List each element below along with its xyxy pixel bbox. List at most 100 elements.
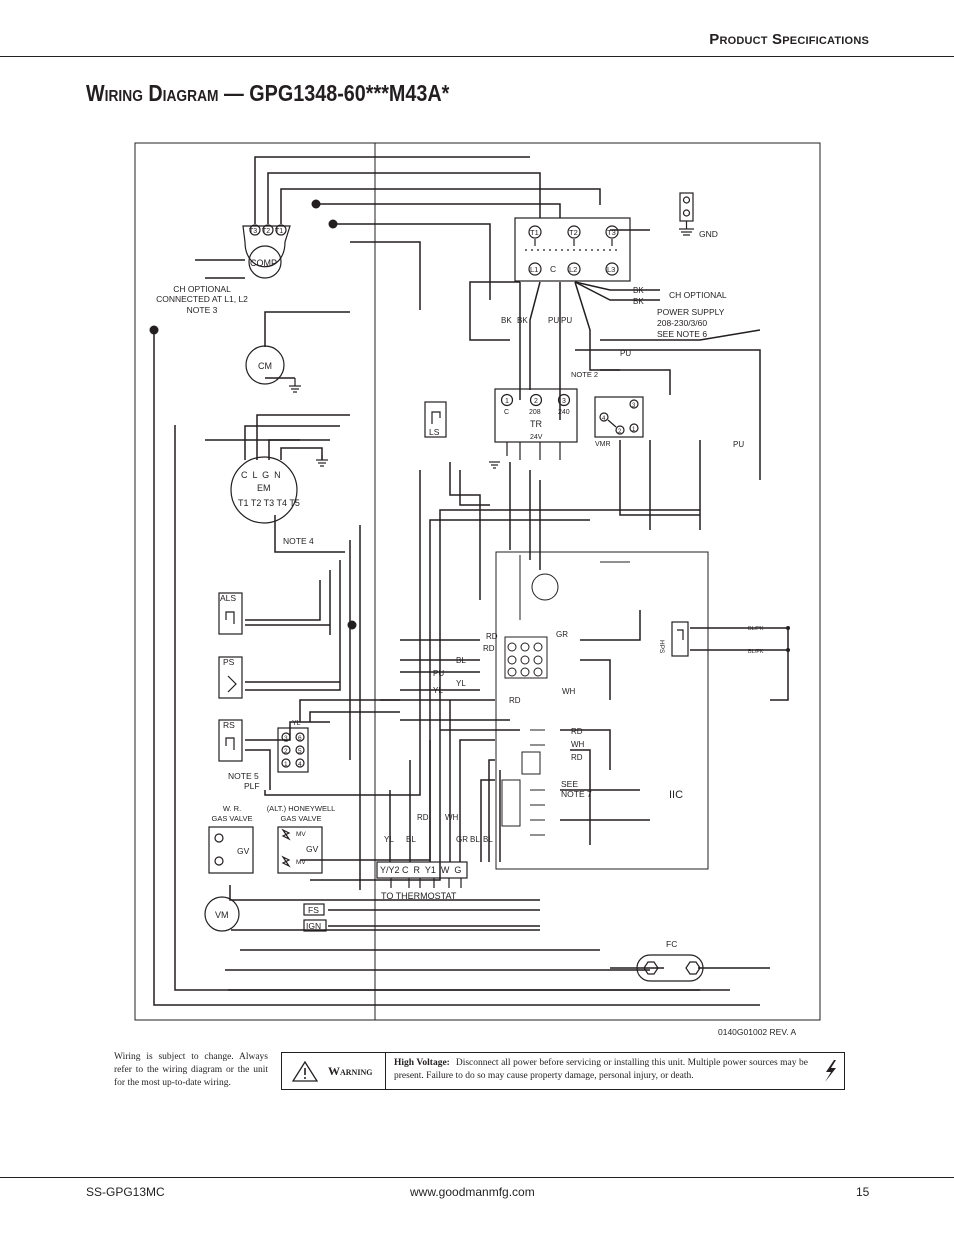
- plf-plug: [277, 727, 309, 773]
- gv1-label: GV: [237, 846, 250, 856]
- gv2-label: GV: [306, 844, 319, 854]
- junction-dots: [149, 199, 790, 652]
- board-wire-rd4: RD: [571, 727, 583, 736]
- contactor-l3: L3: [607, 265, 615, 274]
- board-wire-gr: GR: [556, 630, 568, 639]
- wire-gr: GR: [456, 835, 468, 844]
- lightning-bolt-icon: [825, 1060, 836, 1082]
- wire-bl: BL: [406, 835, 416, 844]
- vmr-label: VMR: [595, 441, 611, 448]
- wire-bk-b: BK: [517, 316, 528, 325]
- ch-optional-note-line2: CONNECTED AT L1, L2: [156, 294, 248, 304]
- fuse-fc: [636, 954, 704, 982]
- plf-2: 2: [284, 748, 288, 755]
- board-wire-yl1: YL: [456, 679, 466, 688]
- rs-label: RS: [223, 720, 235, 730]
- tr-208: 208: [529, 409, 541, 416]
- contactor-t3: T3: [607, 228, 616, 237]
- ps-label: PS: [223, 657, 235, 667]
- disclaimer-text: Wiring is subject to change. Always refe…: [114, 1052, 268, 1089]
- em-pins-bottom: T1 T2 T3 T4 T5: [238, 498, 300, 508]
- page-title: Wiring Diagram — GPG1348-60***M43A*: [86, 80, 450, 106]
- comp-label: COMP: [250, 258, 277, 268]
- fs-label: FS: [308, 905, 319, 915]
- comp-t1-label: T1: [275, 228, 283, 235]
- warning-triangle-icon: [292, 1060, 318, 1082]
- contactor-t1: T1: [530, 228, 539, 237]
- footer-rule: [0, 1177, 954, 1178]
- ch-optional-note-line3: NOTE 3: [187, 305, 218, 315]
- limit-switch: [424, 401, 447, 438]
- wire-pu-d: PU: [733, 440, 744, 449]
- plf-5: 5: [298, 748, 302, 755]
- warning-text: Disconnect all power before servicing or…: [394, 1058, 809, 1081]
- cm-label: CM: [258, 361, 272, 371]
- wire-pu-a: PU: [548, 316, 559, 325]
- bk-label-1: BK: [633, 286, 644, 295]
- comp-t2-label: T2: [262, 228, 270, 235]
- em-pins-top: C L G N: [241, 470, 281, 480]
- rs-switch: [218, 719, 243, 762]
- thermostat-terminals: Y/Y2 C R Y1 W G: [380, 865, 461, 875]
- vmr-2: 2: [618, 429, 622, 435]
- board-wire-wh2: WH: [571, 740, 585, 749]
- warning-label-cell: Warning: [282, 1053, 386, 1089]
- note5-line2: PLF: [244, 781, 260, 791]
- wire-bl2: BL: [470, 835, 480, 844]
- ground-symbol-em: [316, 455, 328, 467]
- note4-label: NOTE 4: [283, 536, 314, 546]
- tr-1: 1: [505, 398, 509, 405]
- compressor: [242, 224, 291, 279]
- warning-box: Warning High Voltage:Disconnect all powe…: [281, 1052, 845, 1090]
- als-label: ALS: [220, 593, 236, 603]
- wr-gas-valve-line1: W. R.: [223, 804, 241, 813]
- board-wire-rd2: RD: [483, 644, 495, 653]
- contactor-l1: L1: [530, 265, 538, 274]
- plf-1: 1: [284, 761, 288, 768]
- fc-label: FC: [666, 939, 677, 949]
- tr-240: 240: [558, 409, 570, 416]
- evaporator-motor: [230, 456, 298, 524]
- ch-optional-note-line1: CH OPTIONAL: [173, 284, 231, 294]
- power-supply-line1: POWER SUPPLY: [657, 307, 725, 317]
- plf-yl-label: YL: [292, 720, 301, 727]
- high-pressure-switch: [671, 621, 689, 657]
- condenser-motor: [245, 345, 301, 393]
- comp-t3-label: T3: [249, 228, 257, 235]
- blpk-label-1: BL/PK: [748, 626, 764, 632]
- als-switch: [218, 592, 243, 635]
- header-title: Product Specifications: [709, 31, 869, 48]
- plf-4: 4: [298, 761, 302, 768]
- part-number: 0140G01002 REV. A: [718, 1027, 796, 1037]
- footer-page-number: 15: [856, 1185, 870, 1199]
- bk-label-2: BK: [633, 297, 644, 306]
- vmr-3: 3: [632, 403, 636, 409]
- blpk-label-2: BL/PK: [748, 649, 764, 655]
- tr-label: TR: [530, 419, 542, 429]
- honeywell-line1: (ALT.) HONEYWELL: [267, 804, 336, 813]
- see-note7-line1: SEE: [561, 779, 578, 789]
- wire-yl: YL: [384, 835, 394, 844]
- ign-label: IGN: [306, 921, 321, 931]
- note2-label: NOTE 2: [571, 370, 598, 379]
- thermostat-terminal-block: [376, 861, 468, 888]
- footer-website[interactable]: www.goodmanmfg.com: [410, 1185, 535, 1199]
- board-wire-wh1: WH: [562, 687, 576, 696]
- wire-wh: WH: [445, 813, 459, 822]
- footer-doc-id: SS-GPG13MC: [86, 1185, 165, 1199]
- wire-pu-c: PU: [620, 349, 631, 358]
- vmr-4: 4: [602, 416, 606, 422]
- tr-3: 3: [562, 398, 566, 405]
- hps-label: HPS: [658, 640, 665, 654]
- iic-label: IIC: [669, 789, 683, 801]
- note5-line1: NOTE 5: [228, 771, 259, 781]
- vmr-1: 1: [632, 427, 636, 433]
- wr-gas-valve: [208, 826, 254, 874]
- wire-bk-a: BK: [501, 316, 512, 325]
- wire-bl3: BL: [483, 835, 493, 844]
- ch-optional-label: CH OPTIONAL: [669, 290, 727, 300]
- board-wire-rd1: RD: [486, 632, 498, 641]
- see-note7-line2: NOTE 7: [561, 789, 592, 799]
- wire-pu-b: PU: [561, 316, 572, 325]
- mv2-label: MV: [296, 859, 306, 866]
